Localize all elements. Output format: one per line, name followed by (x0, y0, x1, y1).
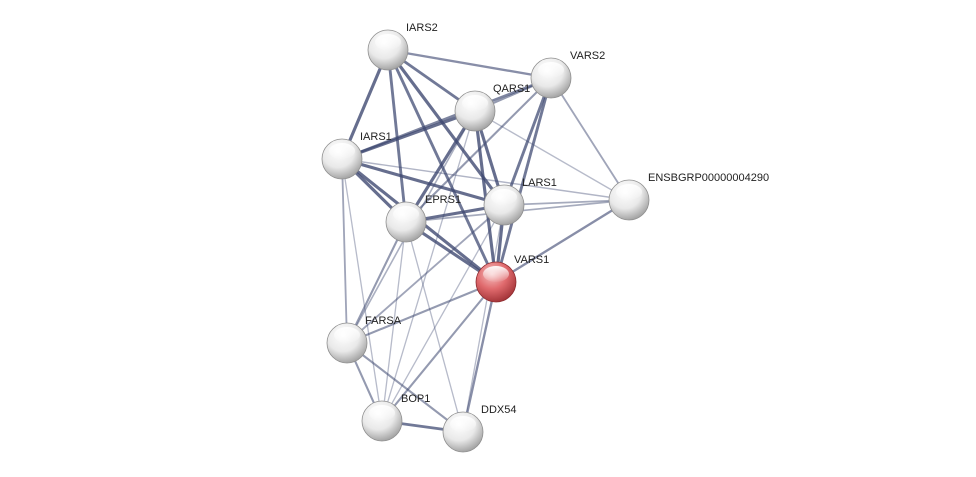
node-farsa[interactable]: FARSA (326, 315, 402, 364)
edge-vars2-ensbgrp (550, 77, 630, 201)
node-label: IARS1 (360, 131, 392, 143)
edge-iars1-lars1 (340, 157, 506, 207)
edge-lars1-ddx54 (462, 204, 505, 433)
node-label: IARS2 (406, 22, 438, 34)
node-highlight (369, 405, 395, 421)
node-highlight (329, 143, 355, 159)
edge-eprs1-farsa (345, 220, 408, 345)
edge-vars1-ddx54 (461, 280, 498, 434)
node-iars1[interactable]: IARS1 (321, 131, 392, 180)
edge-lars1-ensbgrp (503, 199, 630, 206)
node-highlight (450, 416, 476, 432)
node-highlight (375, 34, 401, 50)
node-label: EPRS1 (425, 194, 461, 206)
edge-vars1-bop1 (380, 280, 498, 423)
edge-iars2-vars2 (386, 48, 553, 80)
edge-vars2-lars1 (502, 76, 553, 207)
node-ensbgrp[interactable]: ENSBGRP00000004290 (608, 172, 769, 221)
node-label: BOP1 (401, 393, 430, 405)
edge-lars1-farsa (346, 204, 505, 344)
edge-vars2-vars1 (494, 76, 553, 284)
edge-iars1-ensbgrp (341, 158, 630, 201)
edge-eprs1-ddx54 (405, 221, 464, 433)
node-iars2[interactable]: IARS2 (367, 22, 438, 71)
node-label: LARS1 (522, 177, 557, 189)
edge-qars1-eprs1 (404, 109, 477, 224)
node-highlight (538, 62, 564, 78)
edge-farsa-ddx54 (345, 341, 465, 434)
node-label: DDX54 (481, 404, 516, 416)
edge-iars1-farsa (341, 158, 348, 344)
node-label: VARS1 (514, 254, 549, 266)
edge-qars1-bop1 (381, 110, 476, 422)
node-highlight (462, 95, 488, 111)
edge-vars1-ensbgrp (494, 198, 631, 284)
node-highlight (334, 327, 360, 343)
node-bop1[interactable]: BOP1 (361, 393, 430, 442)
node-highlight (393, 206, 419, 222)
node-qars1[interactable]: QARS1 (454, 83, 530, 132)
node-vars1[interactable]: VARS1 (475, 254, 549, 303)
node-label: QARS1 (493, 83, 530, 95)
edge-vars1-farsa (345, 280, 498, 345)
edge-eprs1-bop1 (381, 221, 407, 422)
node-label: VARS2 (570, 50, 605, 62)
node-highlight (483, 266, 509, 282)
edge-qars1-ensbgrp (474, 110, 630, 201)
node-lars1[interactable]: LARS1 (483, 177, 557, 226)
node-highlight (491, 189, 517, 205)
node-eprs1[interactable]: EPRS1 (385, 194, 461, 243)
edge-iars2-eprs1 (386, 48, 408, 224)
node-highlight (616, 184, 642, 200)
node-label: ENSBGRP00000004290 (648, 172, 769, 184)
edge-iars1-bop1 (341, 158, 383, 422)
node-ddx54[interactable]: DDX54 (442, 404, 516, 453)
node-label: FARSA (365, 315, 402, 327)
node-vars2[interactable]: VARS2 (530, 50, 605, 99)
edge-qars1-iars1 (340, 109, 477, 161)
